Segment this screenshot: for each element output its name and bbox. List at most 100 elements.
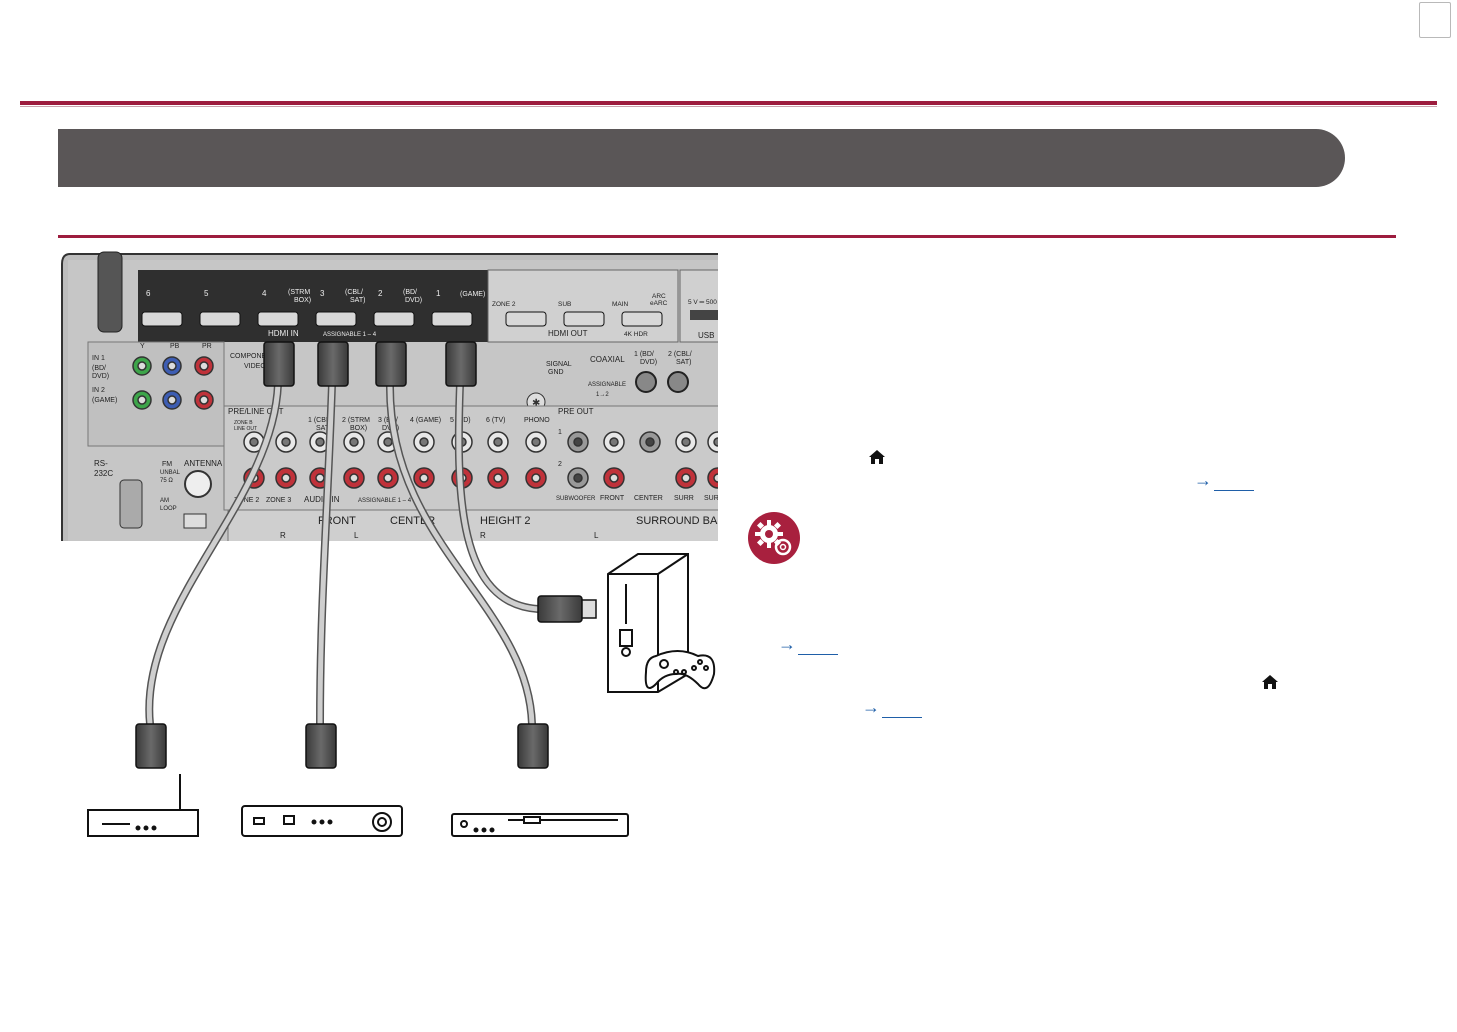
gear-icon xyxy=(755,520,792,556)
svg-text:FM: FM xyxy=(162,461,172,468)
svg-text:RS-: RS- xyxy=(94,459,108,468)
top-rule-thin xyxy=(20,106,1437,107)
svg-text:PHONO: PHONO xyxy=(524,417,550,424)
svg-text:IN 1: IN 1 xyxy=(92,355,105,362)
svg-text:75 Ω: 75 Ω xyxy=(160,478,173,484)
game-controller-icon xyxy=(644,650,716,690)
svg-text:ZONE 2: ZONE 2 xyxy=(492,301,516,308)
svg-text:PR: PR xyxy=(202,343,212,350)
svg-text:LINE OUT: LINE OUT xyxy=(234,426,257,432)
svg-text:PB: PB xyxy=(170,343,180,350)
svg-text:eARC: eARC xyxy=(650,300,668,307)
svg-text:6 (TV): 6 (TV) xyxy=(486,417,505,424)
page-title-bar xyxy=(58,129,1345,187)
svg-text:L: L xyxy=(594,531,599,540)
svg-text:SURR: SURR xyxy=(704,495,720,502)
svg-text:FRONT: FRONT xyxy=(600,495,625,502)
svg-text:(CBL/: (CBL/ xyxy=(345,289,363,296)
svg-text:2 (STRM: 2 (STRM xyxy=(342,417,370,424)
svg-text:USB: USB xyxy=(698,331,714,340)
svg-text:5 V ═ 500: 5 V ═ 500 xyxy=(688,299,717,306)
svg-text:HEIGHT 2: HEIGHT 2 xyxy=(480,515,531,527)
svg-text:SUB: SUB xyxy=(558,301,571,308)
cross-reference-link[interactable]: → xyxy=(1194,470,1254,491)
home-icon xyxy=(869,450,885,464)
svg-text:SAT): SAT) xyxy=(350,297,365,304)
svg-text:1: 1 xyxy=(436,289,441,298)
svg-text:SAT): SAT) xyxy=(676,359,691,366)
svg-text:AUDIO IN: AUDIO IN xyxy=(304,495,340,504)
svg-text:✱: ✱ xyxy=(532,398,540,409)
xref-arrow: → xyxy=(862,697,880,717)
svg-text:LOOP: LOOP xyxy=(160,506,177,512)
svg-text:GND: GND xyxy=(548,369,564,376)
svg-text:(GAME): (GAME) xyxy=(92,397,117,404)
svg-text:ZONE B: ZONE B xyxy=(234,420,253,426)
svg-text:1 (BD/: 1 (BD/ xyxy=(634,351,654,358)
home-icon xyxy=(1262,675,1278,689)
svg-text:DVD): DVD) xyxy=(640,359,657,366)
svg-text:ASSIGNABLE 1 – 4: ASSIGNABLE 1 – 4 xyxy=(358,498,412,504)
svg-text:Y: Y xyxy=(140,343,145,350)
svg-text:(BD/: (BD/ xyxy=(92,365,106,372)
svg-text:COMPONENT: COMPONENT xyxy=(230,353,276,360)
svg-text:HDMI OUT: HDMI OUT xyxy=(548,329,588,338)
xref-arrow: → xyxy=(1194,470,1212,490)
svg-text:UNBAL: UNBAL xyxy=(160,470,181,476)
cross-reference-link[interactable]: → xyxy=(778,634,838,655)
section-rule xyxy=(58,235,1396,238)
svg-text:SIGNAL: SIGNAL xyxy=(546,361,572,368)
svg-text:3 (BD/: 3 (BD/ xyxy=(378,417,398,424)
svg-text:SURR: SURR xyxy=(674,495,694,502)
bd-player-icon xyxy=(451,813,629,837)
svg-text:MAIN: MAIN xyxy=(612,301,629,308)
svg-text:1→2: 1→2 xyxy=(596,392,609,398)
svg-text:R: R xyxy=(280,531,286,540)
router-icon xyxy=(87,774,199,837)
page-number xyxy=(1419,2,1451,38)
hdmi-plugs-top xyxy=(263,341,477,387)
svg-text:6: 6 xyxy=(146,289,151,298)
svg-text:ASSIGNABLE: ASSIGNABLE xyxy=(588,382,626,388)
svg-text:1: 1 xyxy=(558,429,562,436)
svg-text:CENTER: CENTER xyxy=(634,495,663,502)
svg-text:1 (CBL/: 1 (CBL/ xyxy=(308,417,332,424)
svg-text:4K HDR: 4K HDR xyxy=(624,331,648,338)
svg-text:(GAME): (GAME) xyxy=(460,291,485,298)
svg-text:5: 5 xyxy=(204,289,209,298)
svg-text:DVD): DVD) xyxy=(92,373,109,380)
svg-text:3: 3 xyxy=(320,289,325,298)
svg-text:2: 2 xyxy=(378,289,383,298)
xref-arrow: → xyxy=(778,634,796,654)
svg-text:HDMI IN: HDMI IN xyxy=(268,329,299,338)
svg-text:(STRM: (STRM xyxy=(288,289,310,296)
svg-text:ZONE 2: ZONE 2 xyxy=(234,497,259,504)
svg-text:DVD): DVD) xyxy=(405,297,422,304)
svg-text:PRE/LINE OUT: PRE/LINE OUT xyxy=(228,407,284,416)
svg-text:4 (GAME): 4 (GAME) xyxy=(410,417,441,424)
svg-text:ZONE 3: ZONE 3 xyxy=(266,497,291,504)
svg-text:SAT): SAT) xyxy=(316,425,331,432)
svg-text:2 (CBL/: 2 (CBL/ xyxy=(668,351,692,358)
svg-text:COAXIAL: COAXIAL xyxy=(590,355,625,364)
svg-text:PRE OUT: PRE OUT xyxy=(558,407,594,416)
connection-diagram: 6 5 4 3 2 1 (STRM BOX) (CBL/SAT) (BD/DVD) (GA… xyxy=(61,251,720,837)
svg-text:BOX): BOX) xyxy=(350,425,367,432)
receiver-rear-panel: 6 5 4 3 2 1 (STRM BOX) (CBL/SAT) (BD/DVD) (GA… xyxy=(61,251,720,541)
hdmi-plugs-bottom xyxy=(135,595,597,769)
settings-badge xyxy=(748,512,800,564)
svg-text:SUBWOOFER: SUBWOOFER xyxy=(556,496,596,502)
svg-text:4: 4 xyxy=(262,289,267,298)
svg-text:IN 2: IN 2 xyxy=(92,387,105,394)
cross-reference-link[interactable]: → xyxy=(862,697,922,718)
svg-text:VIDEO: VIDEO xyxy=(244,363,266,370)
top-rule xyxy=(20,101,1437,105)
svg-text:2: 2 xyxy=(558,461,562,468)
svg-text:ARC: ARC xyxy=(652,293,666,300)
svg-text:R: R xyxy=(480,531,486,540)
svg-text:AM: AM xyxy=(160,498,169,504)
svg-text:L: L xyxy=(354,531,359,540)
svg-text:232C: 232C xyxy=(94,469,113,478)
set-top-box-icon xyxy=(241,805,403,837)
svg-text:ASSIGNABLE 1 – 4: ASSIGNABLE 1 – 4 xyxy=(323,332,377,338)
